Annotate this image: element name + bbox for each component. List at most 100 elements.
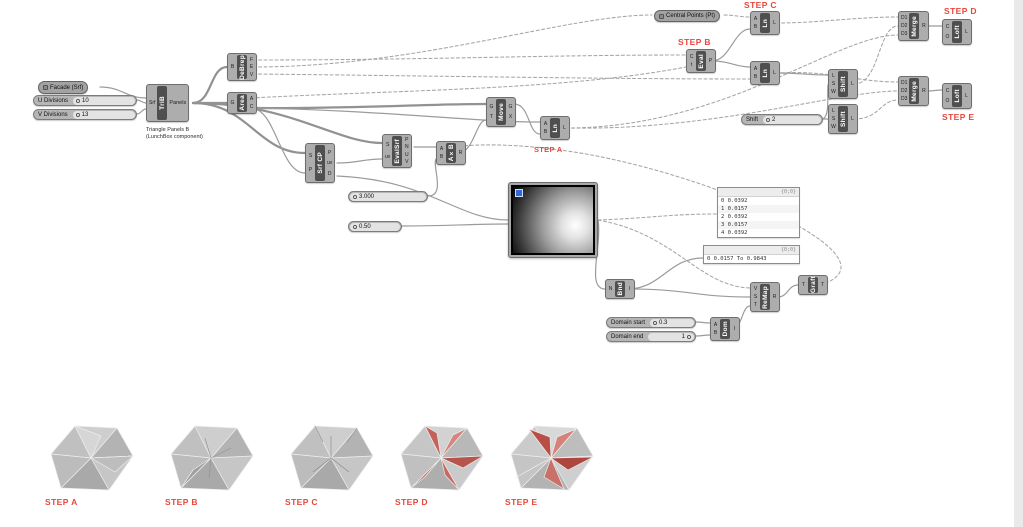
output-port-panels[interactable]: Panels bbox=[169, 100, 187, 106]
multiplication-component[interactable]: A B A×B R bbox=[436, 141, 466, 165]
input-port[interactable]: T bbox=[753, 302, 758, 308]
slider-track[interactable]: 3.000 bbox=[350, 192, 426, 201]
input-port[interactable]: B bbox=[753, 24, 758, 31]
line-component-mid[interactable]: A B Ln L bbox=[750, 61, 780, 85]
input-port[interactable]: A bbox=[713, 321, 718, 328]
bounds-component[interactable]: N Bnd I bbox=[605, 279, 635, 299]
construct-domain-component[interactable]: A B Dom I bbox=[710, 317, 740, 341]
output-port[interactable]: V bbox=[405, 158, 409, 165]
output-port[interactable]: R bbox=[458, 150, 463, 156]
evaluate-component[interactable]: C t Eval P bbox=[686, 49, 716, 73]
input-port[interactable]: D2 bbox=[901, 88, 908, 94]
graft-component[interactable]: T Graft T bbox=[798, 275, 828, 295]
output-port[interactable]: V bbox=[249, 71, 254, 78]
component-body[interactable]: Graft bbox=[808, 276, 818, 294]
component-body[interactable]: Move bbox=[496, 99, 506, 125]
component-body[interactable]: Eval bbox=[696, 51, 706, 71]
input-port[interactable]: B bbox=[439, 154, 444, 161]
component-body[interactable]: Srf CP bbox=[315, 145, 325, 181]
slider-track[interactable]: 10 bbox=[73, 96, 135, 105]
output-port[interactable]: E bbox=[249, 64, 254, 70]
slider-track[interactable]: 0.3 bbox=[650, 318, 694, 327]
slider-knob[interactable] bbox=[766, 117, 771, 122]
input-port[interactable]: C bbox=[945, 88, 950, 95]
loft-component-1[interactable]: C O Loft L bbox=[942, 19, 972, 45]
output-port[interactable]: P bbox=[327, 149, 332, 156]
slider-knob[interactable] bbox=[75, 112, 80, 117]
output-port[interactable]: L bbox=[965, 93, 968, 99]
input-port[interactable]: L bbox=[832, 73, 835, 79]
shift-slider[interactable]: Shift 2 bbox=[741, 114, 823, 125]
input-port[interactable]: S bbox=[831, 116, 836, 122]
output-port[interactable]: L bbox=[563, 125, 566, 131]
component-body[interactable]: Shift bbox=[838, 106, 848, 132]
output-port[interactable]: L bbox=[773, 70, 776, 76]
surface-closest-point-component[interactable]: S P Srf CP P uv D bbox=[305, 143, 336, 183]
deconstruct-brep-component[interactable]: B DeBrep F E V bbox=[227, 53, 257, 81]
shift-list-component-1[interactable]: L S W Shift L bbox=[828, 69, 858, 99]
input-port[interactable]: B bbox=[543, 129, 548, 136]
input-port[interactable]: T bbox=[489, 114, 494, 121]
remap-numbers-component[interactable]: V S T ReMap R bbox=[750, 282, 780, 312]
domain-start-slider[interactable]: Domain start 0.3 bbox=[606, 317, 696, 328]
slider-knob[interactable] bbox=[353, 224, 357, 229]
input-port[interactable]: G bbox=[489, 103, 494, 110]
output-port[interactable]: P bbox=[708, 58, 713, 64]
input-port[interactable]: W bbox=[831, 124, 836, 130]
component-body[interactable]: EvalSrf bbox=[392, 136, 403, 166]
input-port[interactable]: O bbox=[945, 97, 950, 104]
output-port[interactable]: I bbox=[733, 326, 736, 332]
line-component-step-c[interactable]: A B Ln L bbox=[750, 11, 780, 35]
output-port[interactable]: L bbox=[965, 29, 968, 35]
output-port[interactable]: T bbox=[820, 282, 825, 288]
input-port[interactable]: L bbox=[832, 108, 835, 114]
move-component[interactable]: G T Move G X bbox=[486, 97, 516, 127]
input-port[interactable]: D1 bbox=[901, 80, 908, 86]
input-port[interactable]: S bbox=[385, 142, 390, 148]
merge-component-1[interactable]: D1 D2 D3 Merge R bbox=[898, 11, 930, 41]
input-port[interactable]: S bbox=[831, 81, 836, 87]
input-port[interactable]: G bbox=[230, 100, 235, 106]
component-body[interactable]: Ln bbox=[550, 118, 560, 138]
bounds-panel[interactable]: {0;0} 0 0.0157 To 0.9843 bbox=[703, 245, 800, 264]
output-port[interactable]: R bbox=[922, 88, 926, 94]
output-port[interactable]: X bbox=[508, 114, 513, 121]
image-sampler-component[interactable] bbox=[508, 182, 598, 258]
slider-knob[interactable] bbox=[653, 320, 658, 325]
component-body[interactable]: Merge bbox=[909, 13, 920, 39]
input-port-srf[interactable]: Srf bbox=[149, 100, 156, 106]
input-port[interactable]: B bbox=[230, 64, 235, 70]
slider-knob[interactable] bbox=[353, 194, 357, 199]
image-sampler-gradient[interactable] bbox=[511, 185, 595, 255]
input-port[interactable]: T bbox=[801, 282, 806, 288]
output-port[interactable]: R bbox=[772, 294, 777, 300]
input-port[interactable]: W bbox=[831, 89, 836, 95]
input-port[interactable]: C bbox=[945, 24, 950, 31]
shift-list-component-2[interactable]: L S W Shift L bbox=[828, 104, 858, 134]
component-body[interactable]: Loft bbox=[952, 85, 962, 107]
loft-component-2[interactable]: C O Loft L bbox=[942, 83, 972, 109]
output-port[interactable]: uv bbox=[327, 160, 333, 166]
output-port[interactable]: I bbox=[628, 286, 631, 292]
input-port[interactable]: O bbox=[945, 33, 950, 40]
input-port[interactable]: D1 bbox=[901, 15, 908, 21]
slider-knob[interactable] bbox=[687, 334, 691, 339]
slider-track[interactable]: 0.50 bbox=[350, 222, 400, 231]
component-body[interactable]: ReMap bbox=[760, 284, 770, 310]
component-body[interactable]: DeBrep bbox=[237, 55, 247, 79]
input-port[interactable]: B bbox=[753, 74, 758, 81]
input-port[interactable]: D2 bbox=[901, 23, 908, 29]
facade-surface-param[interactable]: Facade (Srf) bbox=[38, 81, 89, 94]
slider-track[interactable]: 2 bbox=[763, 115, 821, 124]
component-body[interactable]: Ln bbox=[760, 13, 770, 33]
input-port[interactable]: S bbox=[753, 294, 758, 300]
output-port[interactable]: U bbox=[404, 151, 409, 158]
component-body[interactable]: Merge bbox=[909, 78, 920, 104]
component-body[interactable]: TriB bbox=[157, 86, 168, 120]
evaluate-surface-component[interactable]: S uv EvalSrf P N U V bbox=[382, 134, 413, 168]
slider-knob[interactable] bbox=[76, 98, 81, 103]
area-component[interactable]: G Area A C bbox=[227, 92, 257, 114]
component-body[interactable]: Shift bbox=[838, 71, 848, 97]
input-port[interactable]: A bbox=[753, 15, 758, 22]
component-body[interactable]: Bnd bbox=[615, 281, 625, 297]
